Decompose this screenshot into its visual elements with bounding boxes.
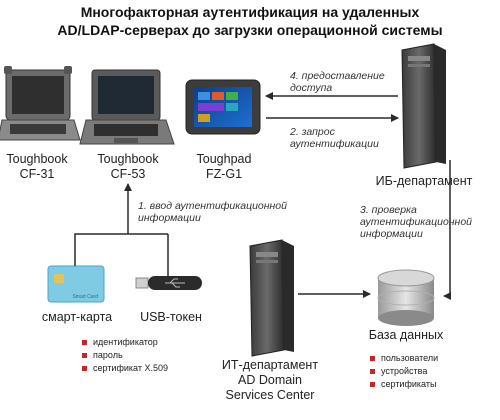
- database-items-list: пользователи устройства сертификаты: [370, 352, 480, 391]
- fzg1-name: Toughpad: [196, 152, 252, 166]
- it-label-line2: AD Domain: [238, 373, 302, 387]
- diagram-title-line1: Многофакторная аутентификация на удаленн…: [80, 4, 420, 20]
- step4-line2: доступа: [290, 82, 333, 94]
- step1-line2: информации: [138, 212, 201, 224]
- step3-line3: информации: [360, 228, 423, 240]
- it-label-line3: Services Center: [225, 388, 315, 402]
- cf31-name: Toughbook: [6, 152, 68, 166]
- database-item: пользователи: [370, 352, 480, 365]
- database-icon: [377, 269, 435, 326]
- ib-department-label: ИБ-департамент: [375, 174, 473, 188]
- diagram-title-line2: AD/LDAP-серверах до загрузки операционно…: [57, 22, 443, 38]
- arrow-step3-check: [443, 160, 451, 300]
- step2-line2: аутентификации: [290, 138, 379, 150]
- toughpad-fzg1-tablet: [185, 79, 261, 135]
- step3-line2: аутентификационной: [360, 216, 473, 228]
- smart-card-text: Smart Card: [72, 294, 98, 300]
- step4-label: 4. предоставление доступа: [290, 70, 400, 94]
- line-smartcard-up: [74, 233, 160, 266]
- auth-factor-item: пароль: [82, 349, 202, 362]
- auth-factor-item: сертификат X.509: [82, 362, 202, 375]
- it-department-server: [249, 239, 294, 357]
- step4-line1: 4. предоставление: [290, 70, 385, 82]
- database-item: устройства: [370, 365, 480, 378]
- it-department-label: ИТ-департамент AD Domain Services Center: [212, 358, 328, 403]
- cf31-label: Toughbook CF-31: [0, 152, 74, 182]
- usb-token-label: USB-токен: [140, 310, 202, 324]
- connector-lines: [74, 92, 451, 300]
- step1-line1: 1. ввод аутентификационной: [138, 200, 287, 212]
- auth-factors-list: идентификатор пароль сертификат X.509: [82, 336, 202, 375]
- cf53-label: Toughbook CF-53: [88, 152, 168, 182]
- step2-label: 2. запрос аутентификации: [290, 126, 400, 150]
- smart-card-label: смарт-карта: [41, 310, 113, 324]
- database-label: База данных: [368, 328, 444, 342]
- cf31-model: CF-31: [19, 167, 55, 181]
- it-label-line1: ИТ-департамент: [221, 358, 319, 372]
- usb-token-icon: [135, 276, 202, 290]
- auth-factor-item: идентификатор: [82, 336, 202, 349]
- step3-line1: 3. проверка: [360, 204, 417, 216]
- cf53-name: Toughbook: [97, 152, 159, 166]
- fzg1-model: FZ-G1: [205, 167, 243, 181]
- toughbook-cf53-laptop: [79, 69, 175, 145]
- toughbook-cf31-laptop: [0, 66, 81, 141]
- step3-label: 3. проверка аутентификационной информаци…: [360, 204, 480, 240]
- ib-department-server: [401, 43, 446, 169]
- step2-line1: 2. запрос: [290, 126, 335, 138]
- smart-card-icon: Smart Card: [47, 265, 105, 303]
- cf53-model: CF-53: [110, 167, 146, 181]
- step1-label: 1. ввод аутентификационной информации: [138, 200, 308, 224]
- database-item: сертификаты: [370, 378, 480, 391]
- fzg1-label: Toughpad FZ-G1: [184, 152, 264, 182]
